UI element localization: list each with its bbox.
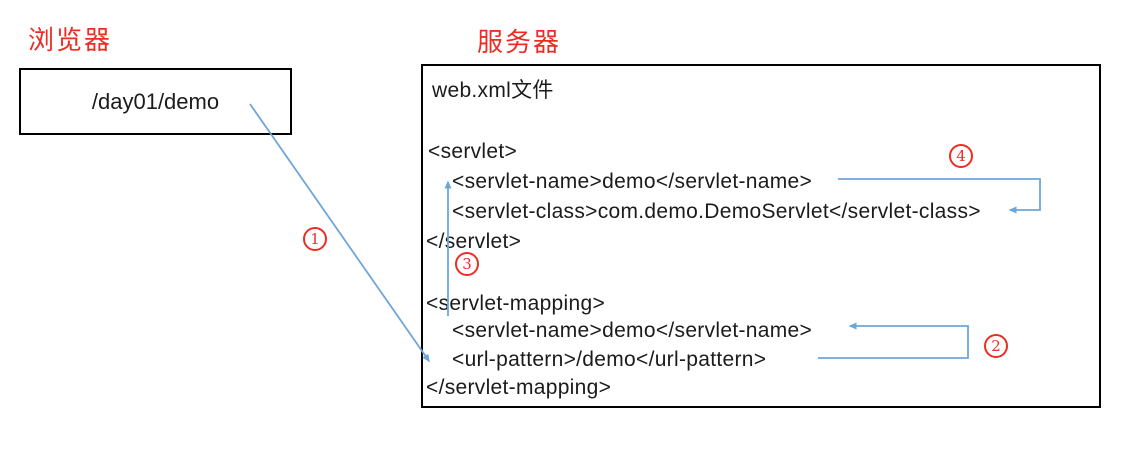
xml-url-pattern-line: <url-pattern>/demo</url-pattern> — [452, 348, 767, 371]
server-title: 服务器 — [477, 28, 562, 58]
xml-servlet-class-line: <servlet-class>com.demo.DemoServlet</ser… — [452, 200, 981, 223]
browser-title: 浏览器 — [28, 26, 113, 56]
xml-servlet-mapping-close-tag: </servlet-mapping> — [426, 376, 612, 399]
xml-servlet-close-tag: </servlet> — [426, 230, 522, 253]
arrow-step1-request-to-url-pattern — [249, 103, 430, 363]
step-badge-3: 3 — [455, 252, 479, 276]
xml-servlet-name-line: <servlet-name>demo</servlet-name> — [452, 170, 813, 193]
webxml-file-title: web.xml文件 — [432, 79, 554, 102]
request-path-text: /day01/demo — [91, 88, 220, 114]
browser-box — [19, 68, 292, 135]
step-badge-1: 1 — [303, 227, 327, 251]
step-badge-2: 2 — [984, 334, 1008, 358]
xml-servlet-mapping-open-tag: <servlet-mapping> — [426, 292, 606, 315]
step-badge-4: 4 — [949, 144, 973, 168]
xml-mapping-servlet-name-line: <servlet-name>demo</servlet-name> — [452, 319, 813, 342]
xml-servlet-open-tag: <servlet> — [428, 140, 518, 163]
